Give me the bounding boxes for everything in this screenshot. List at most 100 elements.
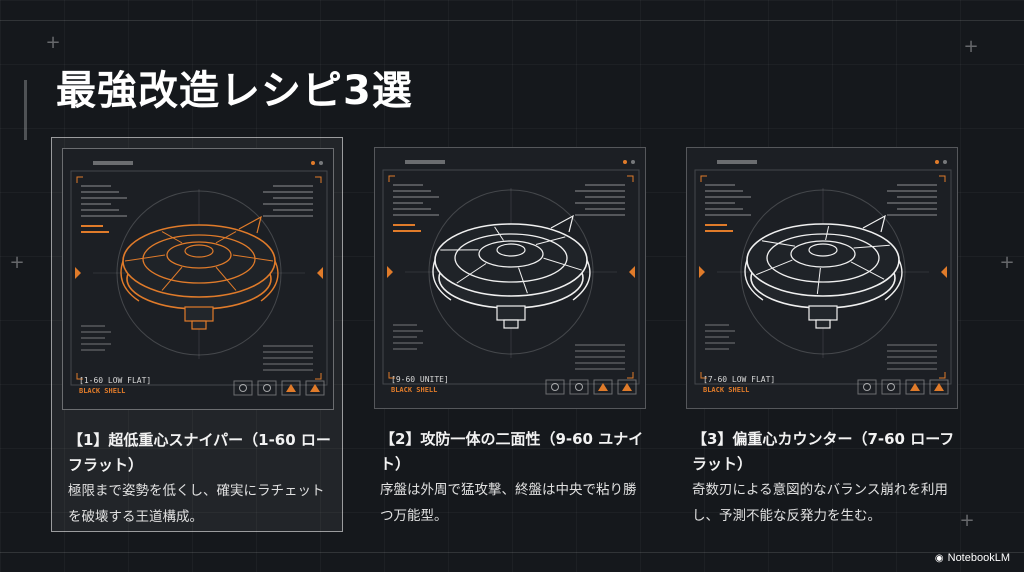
crosshair-mark: + <box>959 510 975 531</box>
readout-line <box>263 351 313 353</box>
warning-icon <box>622 383 632 391</box>
panel-icon-frame <box>929 379 949 395</box>
readout-line <box>705 330 735 332</box>
header-bar <box>717 160 757 164</box>
readout-line <box>897 184 937 186</box>
shell-label: BLACK SHELL <box>79 387 126 395</box>
readout-line <box>273 197 313 199</box>
readout-line <box>705 348 729 350</box>
target-ring <box>116 190 282 356</box>
readout-line <box>705 196 751 198</box>
readout-line <box>575 214 625 216</box>
readout-line <box>897 196 937 198</box>
shell-label: BLACK SHELL <box>703 386 750 394</box>
readout-line <box>575 190 625 192</box>
bottom-rule <box>0 552 1024 553</box>
spec-label: [9-60 UNITE] <box>391 375 449 384</box>
warning-icon <box>934 383 944 391</box>
readout-line <box>575 356 625 358</box>
corner-tick <box>315 176 322 183</box>
blade-top-ring <box>434 223 588 297</box>
blade-rib <box>161 231 183 244</box>
recipe-card-1[interactable]: [1-60 LOW FLAT] BLACK SHELL 【1】超低重心スナイパー… <box>51 137 343 532</box>
target-ring <box>428 189 594 355</box>
blade-rib <box>816 267 821 294</box>
panel-icon-frame <box>257 380 277 396</box>
blade-rib <box>853 244 890 249</box>
panel-icon-frame <box>281 380 301 396</box>
status-dot <box>943 160 947 164</box>
readout-line <box>393 184 423 186</box>
header-bar <box>93 161 133 165</box>
readout-accent <box>393 224 415 226</box>
readout-line <box>897 208 937 210</box>
readout-line <box>705 214 751 216</box>
left-edge-bar <box>24 80 27 140</box>
blade-wing <box>260 260 279 302</box>
card-title: 【3】偏重心カウンター（7-60 ローフラット） <box>692 430 955 473</box>
blade-mid-ring <box>766 233 880 283</box>
corner-tick <box>388 372 395 379</box>
blade-cap <box>496 243 526 257</box>
recipe-card-3[interactable]: [7-60 LOW FLAT] BLACK SHELL 【3】偏重心カウンター（… <box>676 137 968 532</box>
readout-line <box>705 342 735 344</box>
readout-line <box>81 337 105 339</box>
blueprint-illustration <box>382 160 640 395</box>
readout-line <box>393 190 431 192</box>
blade-rib <box>825 225 830 241</box>
blade-rib <box>232 254 274 262</box>
target-ring <box>740 189 906 355</box>
crosshair-icon <box>263 384 271 392</box>
stripe-icon <box>239 384 247 392</box>
stripe-icon <box>863 383 871 391</box>
readout-accent <box>81 231 109 233</box>
corner-tick <box>76 373 83 380</box>
blade-rib <box>518 267 528 294</box>
crosshair-mark: + <box>9 252 25 273</box>
crosshair-icon <box>887 383 895 391</box>
blade-rib <box>543 257 582 271</box>
readout-line <box>81 185 111 187</box>
readout-line <box>81 209 119 211</box>
blueprint-panel: [9-60 UNITE] BLACK SHELL <box>374 147 646 409</box>
readout-line <box>263 363 313 365</box>
spec-label: [1-60 LOW FLAT] <box>79 376 152 385</box>
side-arrow <box>387 266 393 278</box>
card-description: 序盤は外周で猛攻撃、終盤は中央で粘り勝つ万能型。 <box>380 482 637 524</box>
blade-wing <box>884 259 903 301</box>
readout-line <box>585 184 625 186</box>
readout-line <box>887 362 937 364</box>
blade-wing <box>744 259 764 301</box>
side-arrow <box>941 266 947 278</box>
readout-line <box>575 362 625 364</box>
brand-logo: ◉ NotebookLM <box>935 552 1010 564</box>
inner-frame <box>694 169 952 385</box>
blade-rib <box>215 231 237 244</box>
readout-accent <box>705 224 727 226</box>
readout-line <box>575 368 625 370</box>
recipe-card-2[interactable]: [9-60 UNITE] BLACK SHELL 【2】攻防一体の二面性（9-6… <box>364 137 656 532</box>
panel-icon-frame <box>233 380 253 396</box>
panel-icon-frame <box>569 379 589 395</box>
panel-icon-frame <box>305 380 325 396</box>
readout-line <box>81 343 111 345</box>
panel-icon-frame <box>905 379 925 395</box>
blade-driver <box>184 306 214 322</box>
stripe-icon <box>551 383 559 391</box>
blade-tip <box>815 319 831 329</box>
readout-line <box>81 349 105 351</box>
readout-line <box>263 345 313 347</box>
readout-line <box>393 348 417 350</box>
card-title: 【1】超低重心スナイパー（1-60 ローフラット） <box>68 431 331 474</box>
blueprint-illustration <box>694 160 952 395</box>
readout-line <box>887 344 937 346</box>
readout-line <box>81 197 127 199</box>
blueprint-panel: [1-60 LOW FLAT] BLACK SHELL <box>62 148 334 410</box>
blade-rib <box>756 259 793 276</box>
corner-tick <box>388 175 395 182</box>
readout-line <box>705 208 743 210</box>
corner-tick <box>627 175 634 182</box>
blade-top-ring <box>746 223 900 297</box>
readout-line <box>585 196 625 198</box>
blade-cap <box>808 243 838 257</box>
